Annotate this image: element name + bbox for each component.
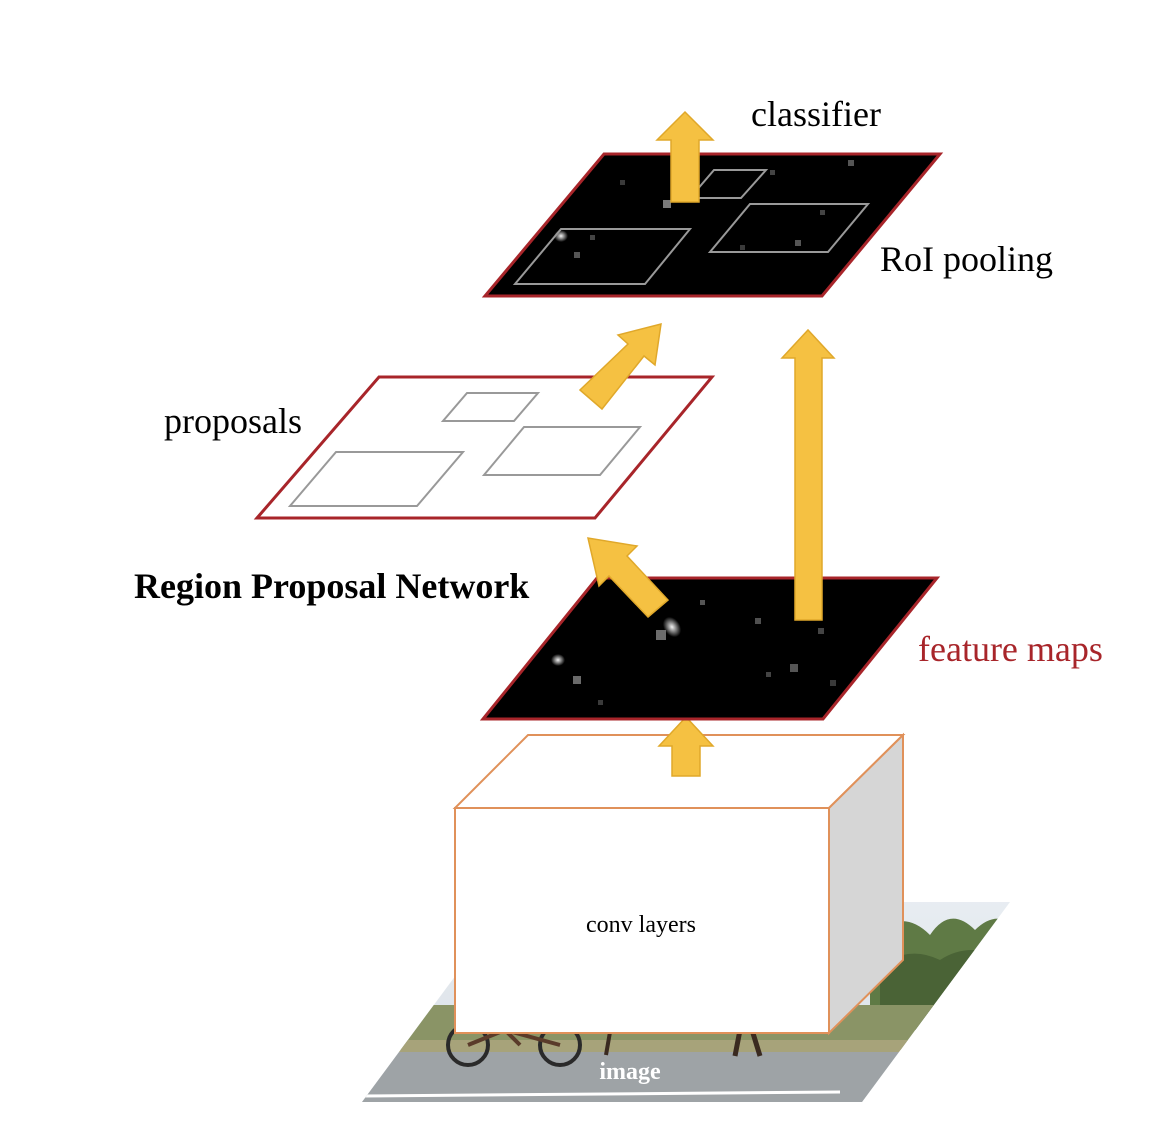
proposal-box-right	[481, 426, 643, 476]
proposal-box-left	[287, 451, 466, 507]
arrow-feature-maps-to-proposals	[587, 537, 670, 619]
roi-box-right	[707, 203, 871, 253]
proposals-label: proposals	[164, 401, 302, 441]
rpn-label: Region Proposal Network	[134, 566, 529, 606]
conv-layers-label: conv layers	[586, 912, 696, 938]
roi-pooling-label: RoI pooling	[880, 239, 1053, 279]
feature-activations	[551, 600, 836, 705]
conv-layers-box: conv layers	[452, 732, 906, 1036]
arrow-proposals-to-roi-pooling	[578, 322, 662, 411]
classifier-label: classifier	[751, 94, 881, 134]
proposal-box-small	[440, 392, 541, 422]
feature-maps-plane: feature maps	[479, 576, 1103, 721]
roi-box-left	[512, 228, 693, 285]
proposals-plane: proposals	[164, 375, 716, 520]
roi-box-small	[687, 169, 769, 199]
arrow-roi-to-classifier	[655, 110, 715, 203]
conv-box-front	[454, 807, 830, 1034]
arrow-feature-maps-to-roi-pooling	[780, 328, 836, 621]
feature-maps-label: feature maps	[918, 629, 1103, 669]
roi-pooling-plane: RoI pooling	[481, 152, 1053, 298]
image-label: image	[599, 1059, 661, 1085]
arrow-conv-to-feature-maps	[657, 715, 715, 777]
